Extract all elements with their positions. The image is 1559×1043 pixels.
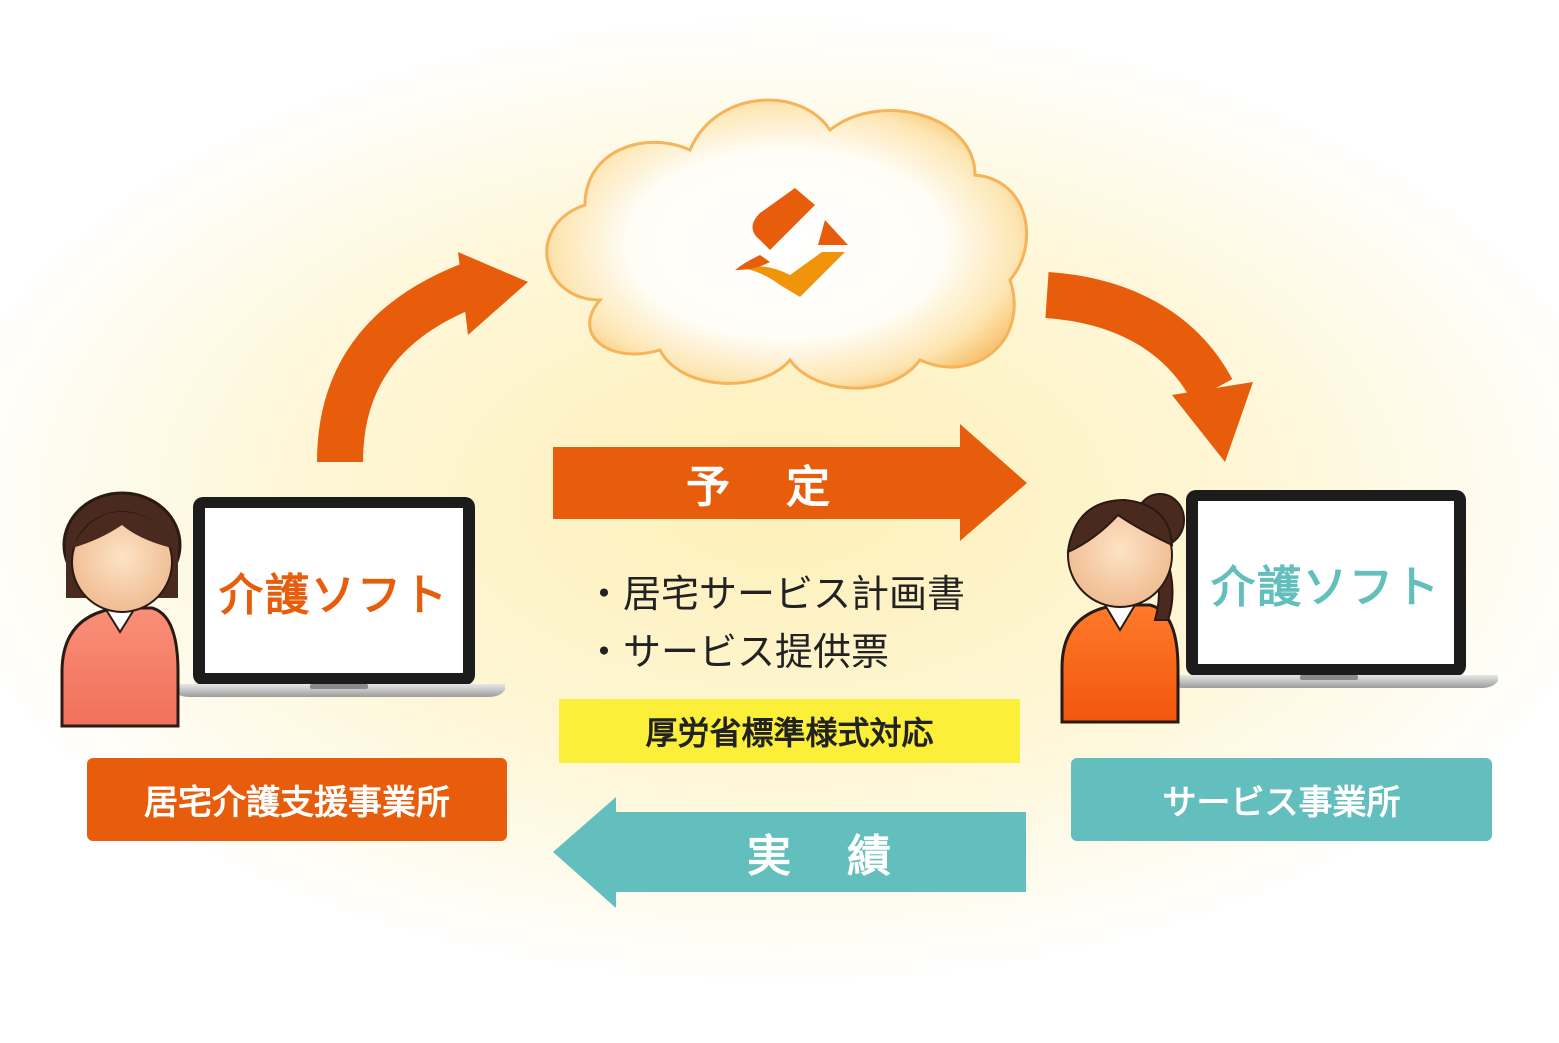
result-arrow-label: 実績 xyxy=(747,831,947,882)
left-person-icon xyxy=(60,491,182,728)
right-laptop-icon xyxy=(1168,490,1498,688)
left-laptop-icon xyxy=(172,497,505,697)
right-screen-text: 介護ソフト xyxy=(1211,561,1441,613)
cloud-service-logo-icon xyxy=(735,188,848,297)
result-arrow xyxy=(553,797,1026,908)
right-person-icon xyxy=(1060,493,1185,724)
standard-format-badge: 厚労省標準様式対応 xyxy=(559,699,1020,763)
document-item: サービス提供票 xyxy=(585,623,965,681)
left-screen-text: 介護ソフト xyxy=(219,569,449,621)
right-office-label: サービス事業所 xyxy=(1071,758,1492,841)
cloud-icon xyxy=(545,98,1029,390)
document-item: 居宅サービス計画書 xyxy=(585,565,965,623)
plan-arrow xyxy=(553,424,1027,541)
document-list: 居宅サービス計画書 サービス提供票 xyxy=(585,565,965,681)
left-office-label: 居宅介護支援事業所 xyxy=(87,758,507,841)
download-arrow-icon xyxy=(1045,272,1253,462)
upload-arrow-icon xyxy=(317,252,528,463)
plan-arrow-label: 予定 xyxy=(686,462,886,513)
